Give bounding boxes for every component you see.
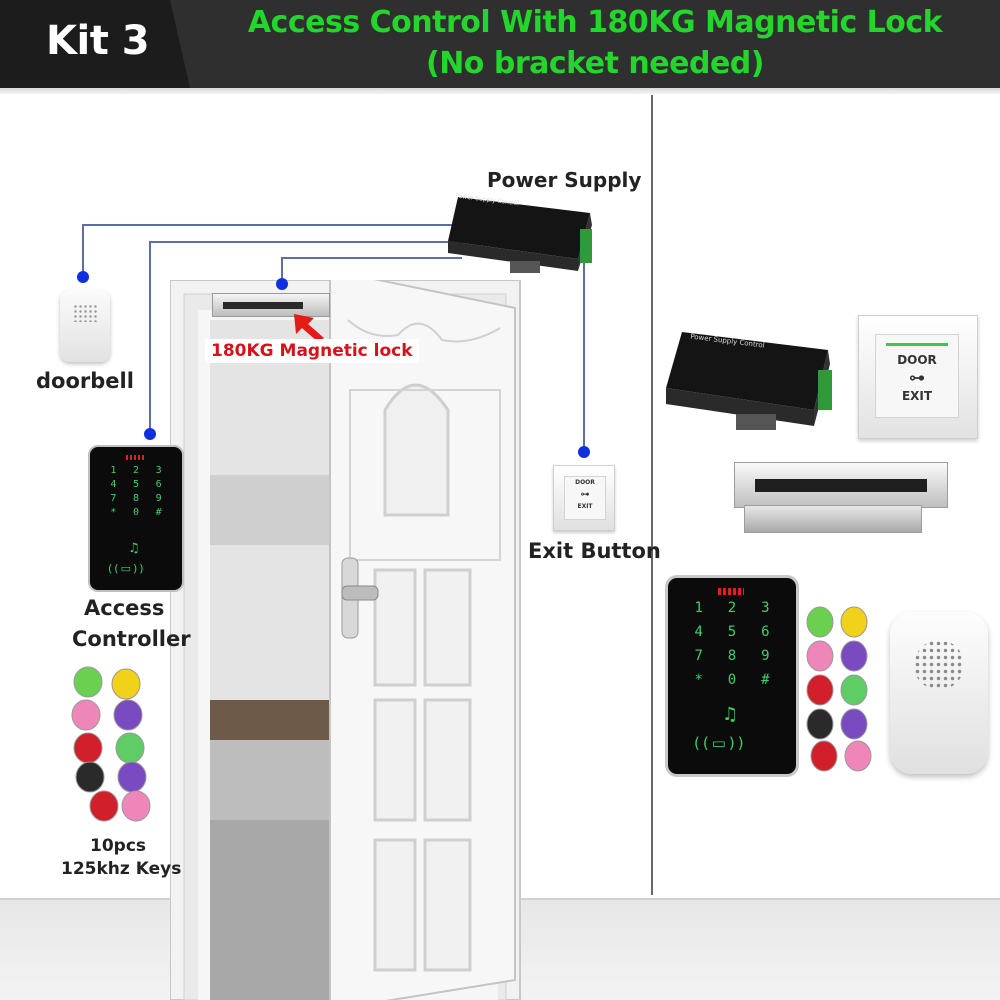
- keypad-key: *: [694, 672, 703, 688]
- kit-tab: [0, 0, 190, 88]
- power-supply-label: Power Supply: [487, 168, 642, 192]
- wire-exit-v: [583, 258, 585, 448]
- magnetic-lock-large-strip: [755, 479, 927, 492]
- wire-dot-controller: [144, 428, 156, 440]
- keypad-key: 4: [110, 479, 117, 490]
- wire-lock-h: [281, 257, 462, 259]
- header-divider: [0, 88, 1000, 94]
- keypad-key: 9: [761, 648, 770, 664]
- rfid-keys-left: [71, 666, 151, 822]
- keypad-key: 6: [155, 479, 162, 490]
- magnetic-lock-label: 180KG Magnetic lock: [205, 339, 419, 363]
- keypad-key: 3: [761, 600, 770, 616]
- kit-label: Kit 3: [46, 18, 150, 64]
- rfid-icon-large: ((▭)): [694, 734, 747, 752]
- red-arrow-icon: [294, 314, 324, 342]
- section-divider: [651, 95, 653, 895]
- rfid-icon: ((▭)): [108, 562, 146, 575]
- keypad-key: 5: [132, 479, 139, 490]
- access-controller-label-2: Controller: [72, 627, 191, 651]
- exit-button-image: DOOR ⊶ EXIT: [553, 465, 615, 531]
- door-illustration: [170, 280, 521, 1000]
- doorbell-image: [60, 290, 110, 362]
- rfid-keys-right: [806, 606, 872, 772]
- exit-button-text-1: DOOR: [575, 479, 595, 486]
- keypad-key: 8: [132, 493, 139, 504]
- keys-label-2: 125khz Keys: [61, 859, 182, 879]
- exit-button-label: Exit Button: [528, 539, 661, 563]
- keypad-key: 0: [727, 672, 737, 688]
- keypad-key: *: [110, 507, 117, 518]
- exit-button-large-text-2: EXIT: [901, 389, 933, 403]
- doorbell-label: doorbell: [36, 369, 134, 393]
- keypad-key: 2: [132, 465, 139, 476]
- magnetic-lock-bracket: [744, 505, 922, 533]
- keypad-key: #: [761, 672, 770, 688]
- keypad-key: 5: [727, 624, 737, 640]
- keypad-key: 1: [110, 465, 117, 476]
- keypad-key: 0: [132, 507, 139, 518]
- keypad-right-led: [718, 588, 744, 595]
- keypad-key: 2: [727, 600, 737, 616]
- keypad-key: 8: [727, 648, 737, 664]
- keys-label-1: 10pcs: [90, 836, 147, 856]
- magnetic-lock-strip: [223, 302, 303, 309]
- doorbell-large-speaker-grill: [914, 640, 964, 690]
- exit-button-large: DOOR ⊶ EXIT: [858, 315, 978, 439]
- exit-button-large-text-1: DOOR: [897, 353, 937, 367]
- doorbell-large: [890, 612, 988, 774]
- exit-button-face: DOOR ⊶ EXIT: [564, 476, 606, 520]
- exit-button-text-2: EXIT: [577, 503, 593, 510]
- keypad-key: 6: [761, 624, 770, 640]
- magnetic-lock-large: [734, 462, 948, 508]
- keypad-key: 7: [694, 648, 703, 664]
- wire-controller-v: [149, 241, 151, 433]
- keypad-left-led: [126, 455, 144, 460]
- wire-dot-doorbell: [77, 271, 89, 283]
- wire-controller-h: [149, 241, 462, 243]
- title-line-1: Access Control With 180KG Magnetic Lock: [247, 5, 943, 40]
- keypad-right-grid: 1 2 3 4 5 6 7 8 9 * 0 #: [682, 600, 782, 688]
- keypad-key: 1: [694, 600, 703, 616]
- title-line-2: (No bracket needed): [425, 46, 765, 81]
- magnetic-lock: [212, 293, 330, 317]
- doorbell-speaker-grill: [73, 304, 97, 322]
- keypad-left-grid: 1 2 3 4 5 6 7 8 9 * 0 #: [102, 465, 170, 518]
- bell-icon: ♫: [128, 541, 140, 556]
- keypad-right: 1 2 3 4 5 6 7 8 9 * 0 # ♫ ((▭)): [665, 575, 799, 777]
- power-supply-image: [448, 197, 592, 273]
- wire-doorbell-h: [82, 224, 462, 226]
- keypad-key: #: [155, 507, 162, 518]
- bell-icon-large: ♫: [722, 704, 739, 725]
- wire-dot-exit: [578, 446, 590, 458]
- key-icon: ⊶: [580, 490, 590, 500]
- key-icon-large: ⊶: [909, 368, 925, 387]
- wire-dot-lock: [276, 278, 288, 290]
- exit-button-large-face: DOOR ⊶ EXIT: [875, 334, 959, 418]
- keypad-key: 4: [694, 624, 703, 640]
- keypad-key: 7: [110, 493, 117, 504]
- keypad-left: 1 2 3 4 5 6 7 8 9 * 0 # ♫ ((▭)): [88, 445, 184, 592]
- access-controller-label-1: Access: [84, 596, 165, 620]
- exit-button-green-strip: [886, 343, 948, 346]
- keypad-key: 9: [155, 493, 162, 504]
- keypad-key: 3: [155, 465, 162, 476]
- wire-lock-v: [281, 257, 283, 283]
- power-supply-large: [666, 332, 832, 430]
- wire-doorbell-v: [82, 224, 84, 276]
